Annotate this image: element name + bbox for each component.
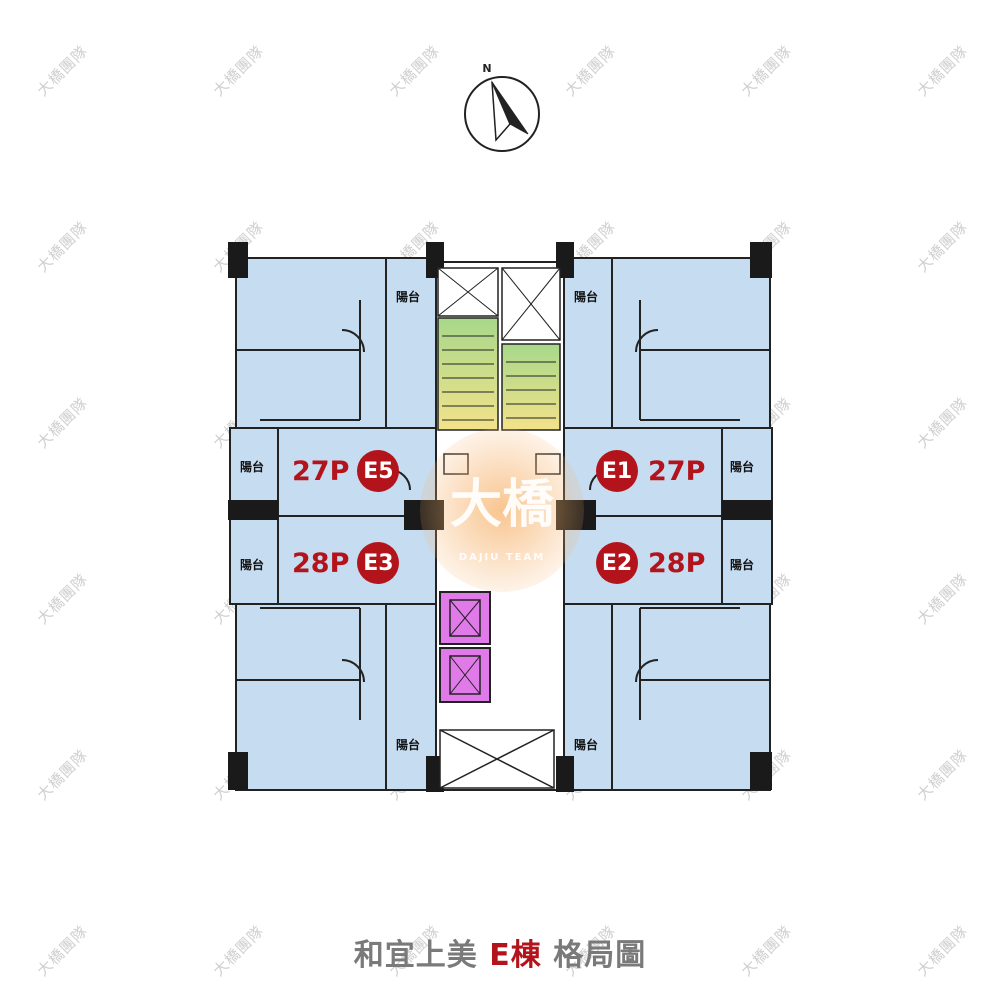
balcony-label: 陽台	[730, 460, 755, 474]
unit-floor: 27P	[648, 455, 706, 487]
unit-tag-e2: E2 28P	[596, 542, 705, 584]
plan-caption: 和宜上美 E棟 格局圖	[0, 930, 1000, 974]
unit-floor: 27P	[292, 455, 350, 487]
caption-prefix: 和宜上美	[353, 938, 490, 973]
north-label: N	[482, 62, 492, 75]
balcony-label: 陽台	[240, 558, 265, 572]
unit-tag-e3: 28P E3	[292, 542, 400, 584]
unit-floor: 28P	[648, 547, 706, 579]
logo-subtext: DAJIU TEAM	[458, 552, 546, 563]
service-shaft	[439, 729, 555, 789]
balcony-label: 陽台	[396, 738, 421, 752]
balcony-label: 陽台	[574, 290, 599, 304]
balcony-label: 陽台	[574, 738, 599, 752]
unit-id-badge: E5	[357, 450, 400, 492]
elevator-shafts	[439, 591, 491, 703]
caption-building: E棟	[489, 938, 542, 973]
unit-floor: 28P	[292, 547, 350, 579]
compass-icon	[464, 76, 540, 152]
unit-id-badge: E2	[596, 542, 638, 584]
unit-id-badge: E1	[596, 450, 638, 492]
logo-text: 大橋	[449, 475, 554, 535]
unit-tag-e1: E1 27P	[596, 450, 705, 492]
balcony-label: 陽台	[730, 558, 755, 572]
balcony-label: 陽台	[240, 460, 265, 474]
interior-walls	[236, 258, 772, 790]
unit-tag-e5: 27P E5	[292, 450, 400, 492]
balcony-label: 陽台	[396, 290, 421, 304]
logo-emblem	[420, 428, 584, 592]
unit-id-badge: E3	[357, 542, 400, 584]
caption-suffix: 格局圖	[541, 938, 647, 973]
